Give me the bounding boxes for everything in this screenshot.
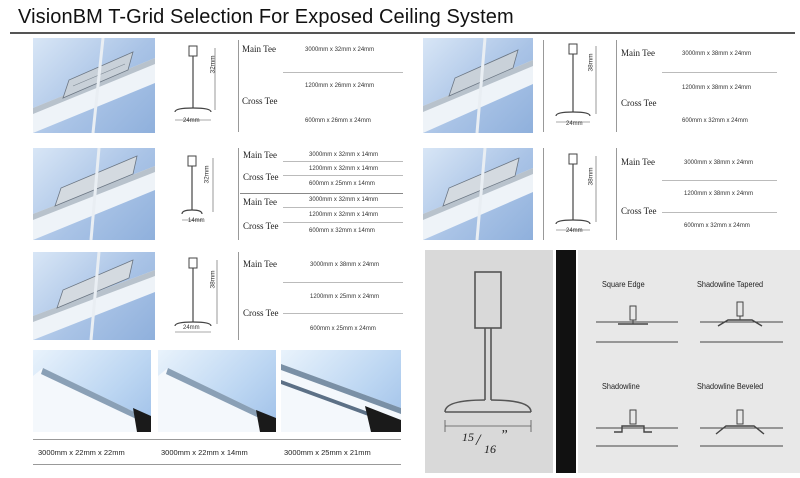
tgrid-photo-2 bbox=[423, 38, 533, 133]
row-divider bbox=[283, 282, 403, 283]
width-dimension: 24mm bbox=[566, 227, 583, 234]
spec-row: 600mm x 25mm x 14mm bbox=[309, 180, 375, 187]
spec-row: 600mm x 26mm x 24mm bbox=[305, 117, 371, 124]
main-tee-label: Main Tee bbox=[243, 197, 277, 207]
divider bbox=[616, 40, 617, 132]
row-divider bbox=[662, 212, 777, 213]
divider bbox=[543, 40, 544, 132]
row-divider bbox=[283, 313, 403, 314]
spec-row: 600mm x 32mm x 24mm bbox=[682, 117, 748, 124]
main-tee-label: Main Tee bbox=[621, 48, 655, 58]
spec-row: 3000mm x 38mm x 24mm bbox=[684, 159, 754, 166]
spec-row: 3000mm x 38mm x 24mm bbox=[310, 261, 380, 268]
cross-tee-label: Cross Tee bbox=[243, 308, 279, 318]
height-dimension: 38mm bbox=[587, 53, 595, 72]
spec-row: 1200mm x 32mm x 14mm bbox=[309, 165, 379, 172]
profile-width-mark: ” bbox=[500, 428, 508, 443]
width-dimension: 24mm bbox=[183, 117, 200, 124]
edge-label-shadowline-beveled: Shadowline Beveled bbox=[697, 381, 764, 391]
spec-row: 1200mm x 32mm x 14mm bbox=[309, 211, 379, 218]
wall-angle-photo-2 bbox=[158, 350, 276, 432]
main-tee-label: Main Tee bbox=[243, 259, 277, 269]
caption-border bbox=[33, 439, 401, 440]
tee-profile-diagram-2 bbox=[555, 43, 597, 123]
spec-row: 3000mm x 32mm x 14mm bbox=[309, 196, 379, 203]
separator-bar bbox=[556, 250, 576, 473]
tee-profile-diagram-3 bbox=[181, 155, 214, 221]
cross-tee-label: Cross Tee bbox=[621, 206, 657, 216]
tee-profile-diagram-1 bbox=[174, 45, 216, 121]
width-dimension: 14mm bbox=[188, 217, 205, 224]
edge-types-panel bbox=[578, 250, 800, 473]
tee-profile-diagram-4 bbox=[555, 153, 597, 231]
angle-caption: 3000mm x 22mm x 22mm bbox=[38, 448, 125, 457]
title-divider bbox=[10, 32, 795, 34]
cross-tee-label: Cross Tee bbox=[243, 221, 279, 231]
page-title: VisionBM T-Grid Selection For Exposed Ce… bbox=[18, 6, 514, 28]
spec-row: 3000mm x 32mm x 24mm bbox=[305, 46, 375, 53]
main-tee-label: Main Tee bbox=[243, 150, 277, 160]
caption-border bbox=[33, 464, 401, 465]
width-dimension: 24mm bbox=[566, 120, 583, 127]
spec-row: 1200mm x 25mm x 24mm bbox=[310, 293, 380, 300]
cross-tee-label: Cross Tee bbox=[621, 98, 657, 108]
spec-row: 1200mm x 38mm x 24mm bbox=[682, 84, 752, 91]
divider bbox=[238, 252, 239, 340]
row-divider bbox=[283, 222, 403, 223]
spec-row: 1200mm x 38mm x 24mm bbox=[684, 190, 754, 197]
angle-caption: 3000mm x 25mm x 21mm bbox=[284, 448, 371, 457]
row-divider bbox=[283, 72, 403, 73]
height-dimension: 32mm bbox=[203, 165, 211, 184]
main-tee-label: Main Tee bbox=[621, 157, 655, 167]
tee-profile-diagram-5 bbox=[174, 257, 218, 333]
angle-caption: 3000mm x 22mm x 14mm bbox=[161, 448, 248, 457]
profile-width-denominator: 16 bbox=[484, 442, 496, 456]
spec-row: 3000mm x 38mm x 24mm bbox=[682, 50, 752, 57]
row-divider bbox=[283, 207, 403, 208]
row-divider bbox=[240, 193, 403, 194]
spec-row: 1200mm x 26mm x 24mm bbox=[305, 82, 375, 89]
spec-row: 3000mm x 32mm x 14mm bbox=[309, 151, 379, 158]
cross-tee-label: Cross Tee bbox=[242, 96, 278, 106]
row-divider bbox=[283, 161, 403, 162]
profile-width-slash: / bbox=[476, 432, 481, 449]
main-tee-label: Main Tee bbox=[242, 44, 276, 54]
tgrid-photo-1 bbox=[33, 38, 155, 133]
large-profile-panel bbox=[425, 250, 553, 473]
edge-label-shadowline-tapered: Shadowline Tapered bbox=[697, 279, 764, 289]
cross-tee-label: Cross Tee bbox=[243, 172, 279, 182]
tgrid-photo-4 bbox=[423, 148, 533, 240]
divider bbox=[543, 148, 544, 240]
divider bbox=[238, 40, 239, 132]
width-dimension: 24mm bbox=[183, 324, 200, 331]
row-divider bbox=[662, 180, 777, 181]
height-dimension: 32mm bbox=[209, 55, 217, 74]
edge-label-shadowline: Shadowline bbox=[602, 381, 640, 391]
divider bbox=[238, 148, 239, 240]
tgrid-photo-3 bbox=[33, 148, 155, 240]
height-dimension: 38mm bbox=[209, 270, 217, 289]
spec-row: 600mm x 32mm x 14mm bbox=[309, 227, 375, 234]
height-dimension: 38mm bbox=[587, 167, 595, 186]
row-divider bbox=[283, 175, 403, 176]
spec-row: 600mm x 32mm x 24mm bbox=[684, 222, 750, 229]
tgrid-photo-5 bbox=[33, 252, 155, 340]
row-divider bbox=[662, 72, 777, 73]
wall-angle-photo-3 bbox=[281, 350, 401, 432]
spec-row: 600mm x 25mm x 24mm bbox=[310, 325, 376, 332]
profile-width-whole: 15 bbox=[462, 430, 474, 444]
divider bbox=[616, 148, 617, 240]
wall-angle-photo-1 bbox=[33, 350, 151, 432]
edge-label-square: Square Edge bbox=[602, 279, 645, 289]
